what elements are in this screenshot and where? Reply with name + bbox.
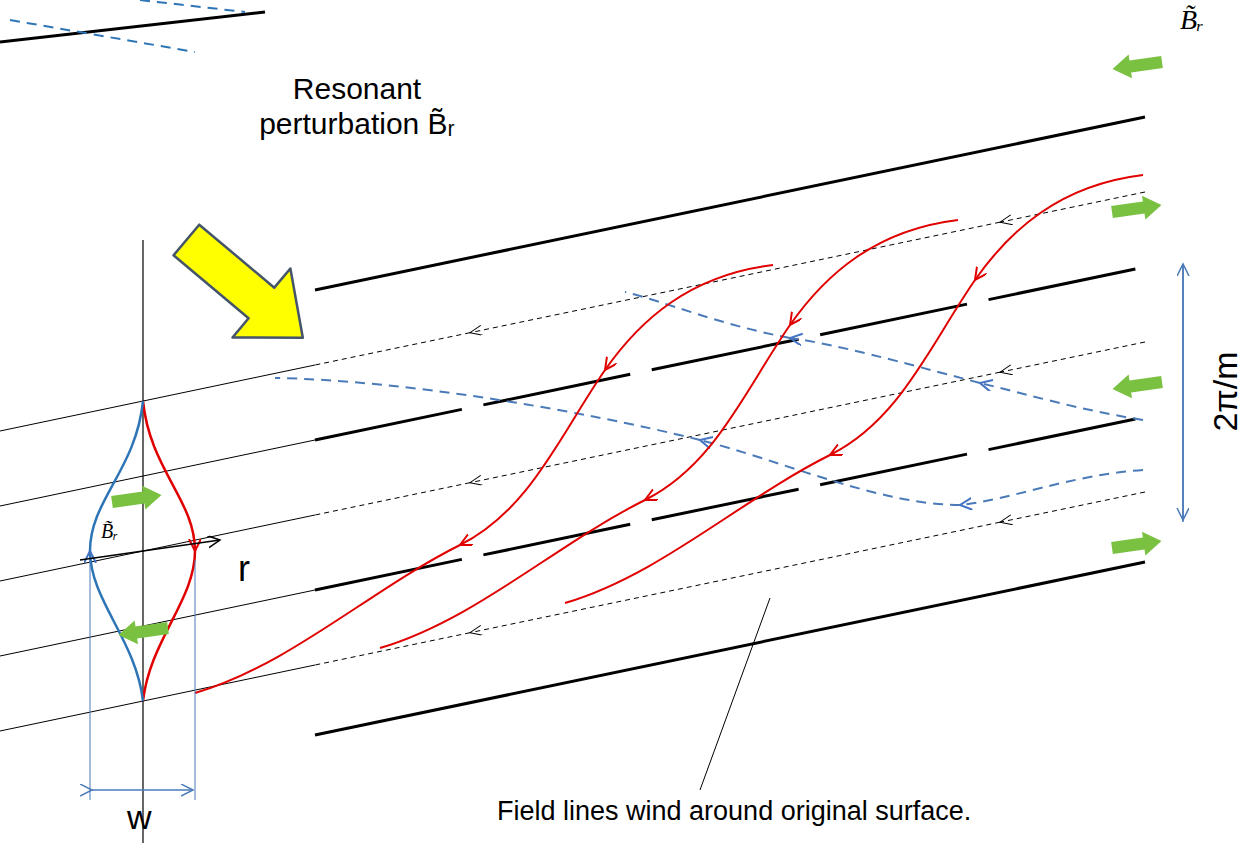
period-label: 2π/m (1205, 352, 1244, 432)
width-label: w (127, 798, 152, 837)
perturbation-label: Resonant perturbation B̃ᵣ (232, 72, 482, 141)
field-symbol: B̃ᵣ (101, 520, 118, 543)
axis-label: r (238, 548, 250, 589)
field-symbol: B̃ᵣ (1180, 4, 1204, 36)
note-label: Field lines wind around original surface… (497, 796, 971, 827)
